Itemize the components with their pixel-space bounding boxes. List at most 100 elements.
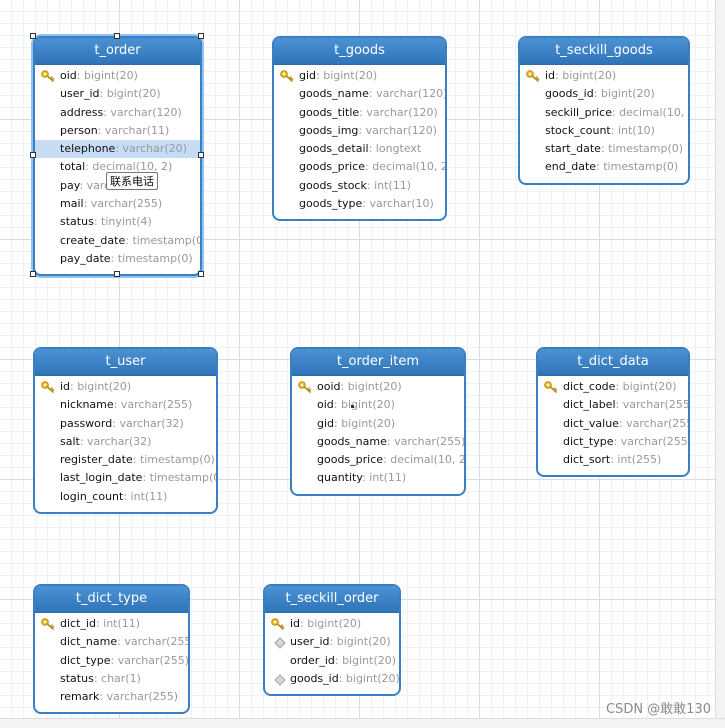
- column-row[interactable]: end_date: timestamp(0): [520, 158, 688, 176]
- column-separator: :: [110, 653, 118, 667]
- column-separator: :: [334, 653, 343, 667]
- column-row[interactable]: goods_id: bigint(20): [265, 670, 399, 688]
- column-type: bigint(20): [336, 635, 391, 649]
- column-separator: :: [358, 123, 366, 137]
- column-row[interactable]: dict_code: bigint(20): [538, 378, 688, 396]
- column-name: oid: [60, 69, 77, 82]
- resize-handle-top-left[interactable]: [30, 33, 36, 39]
- column-row[interactable]: id: bigint(20): [265, 615, 399, 633]
- column-type: int(255): [617, 453, 662, 467]
- table-title[interactable]: t_seckill_goods: [520, 38, 688, 65]
- column-row[interactable]: id: bigint(20): [520, 67, 688, 85]
- resize-handle-bottom-left[interactable]: [30, 271, 36, 277]
- column-row[interactable]: goods_name: varchar(120): [274, 85, 445, 103]
- column-row[interactable]: dict_name: varchar(255): [35, 633, 188, 651]
- column-row[interactable]: last_login_date: timestamp(0): [35, 469, 216, 487]
- resize-handle-top-center[interactable]: [114, 33, 120, 39]
- column-row[interactable]: nickname: varchar(255): [35, 396, 216, 414]
- column-row[interactable]: goods_title: varchar(120): [274, 104, 445, 122]
- column-row[interactable]: login_count: int(11): [35, 488, 216, 506]
- column-row[interactable]: stock_count: int(10): [520, 122, 688, 140]
- column-type: bigint(20): [340, 398, 395, 412]
- column-type: bigint(20): [562, 69, 617, 82]
- column-row[interactable]: goods_type: varchar(10): [274, 195, 445, 213]
- column-row[interactable]: total: decimal(10, 2): [35, 158, 200, 176]
- column-row[interactable]: dict_id: int(11): [35, 615, 188, 633]
- table-t_dict_type[interactable]: t_dict_type dict_id: int(11)dict_name: va…: [33, 584, 190, 715]
- column-row[interactable]: salt: varchar(32): [35, 433, 216, 451]
- column-row[interactable]: dict_label: varchar(255): [538, 396, 688, 414]
- table-t_goods[interactable]: t_goods gid: bigint(20)goods_name: varcha…: [272, 36, 447, 222]
- column-separator: :: [123, 489, 131, 503]
- column-row[interactable]: oid: bigint(20): [292, 396, 464, 414]
- horizontal-scrollbar[interactable]: [0, 718, 725, 728]
- column-row[interactable]: goods_stock: int(11): [274, 177, 445, 195]
- column-row[interactable]: person: varchar(11): [35, 122, 200, 140]
- column-type: varchar(120): [365, 123, 438, 137]
- column-row[interactable]: goods_name: varchar(255): [292, 433, 464, 451]
- column-row[interactable]: telephone: varchar(20): [35, 140, 200, 159]
- column-row[interactable]: remark: varchar(255): [35, 688, 188, 706]
- column-separator: :: [93, 215, 102, 229]
- table-t_user[interactable]: t_user id: bigint(20)nickname: varchar(25…: [33, 347, 218, 515]
- column-row[interactable]: register_date: timestamp(0): [35, 451, 216, 469]
- column-row[interactable]: start_date: timestamp(0): [520, 140, 688, 158]
- column-row[interactable]: quantity: int(11): [292, 469, 464, 487]
- table-t_seckill_order[interactable]: t_seckill_order id: bigint(20)user_id: bi…: [263, 584, 401, 697]
- column-separator: :: [70, 380, 78, 393]
- table-title[interactable]: t_seckill_order: [265, 586, 399, 613]
- table-title[interactable]: t_dict_data: [538, 349, 688, 376]
- table-title[interactable]: t_order: [35, 38, 200, 65]
- column-row[interactable]: address: varchar(120): [35, 104, 200, 122]
- column-row[interactable]: order_id: bigint(20): [265, 652, 399, 670]
- column-row[interactable]: user_id: bigint(20): [265, 633, 399, 651]
- column-row[interactable]: dict_type: varchar(255): [538, 433, 688, 451]
- primary-key-icon: [280, 70, 294, 82]
- column-row[interactable]: dict_type: varchar(255): [35, 652, 188, 670]
- column-row[interactable]: gid: bigint(20): [274, 67, 445, 85]
- column-row[interactable]: dict_sort: int(255): [538, 451, 688, 469]
- column-row[interactable]: pay_date: timestamp(0): [35, 250, 200, 268]
- column-row[interactable]: goods_id: bigint(20): [520, 85, 688, 103]
- table-t_seckill_goods[interactable]: t_seckill_goods id: bigint(20)goods_id: b…: [518, 36, 690, 185]
- table-title[interactable]: t_order_item: [292, 349, 464, 376]
- column-row[interactable]: status: tinyint(4): [35, 213, 200, 231]
- column-row[interactable]: goods_price: decimal(10, 2): [274, 158, 445, 176]
- resize-handle-middle-left[interactable]: [30, 152, 36, 158]
- column-separator: :: [593, 87, 601, 101]
- column-row[interactable]: goods_img: varchar(120): [274, 122, 445, 140]
- column-row[interactable]: seckill_price: decimal(10, 2): [520, 104, 688, 122]
- column-type: bigint(20): [622, 380, 677, 393]
- column-row[interactable]: oid: bigint(20): [35, 67, 200, 85]
- table-t_order[interactable]: t_order oid: bigint(20)user_id: bigint(20…: [33, 36, 202, 277]
- column-row[interactable]: create_date: timestamp(0): [35, 232, 200, 250]
- column-row[interactable]: status: char(1): [35, 670, 188, 688]
- table-title[interactable]: t_goods: [274, 38, 445, 65]
- column-type: bigint(20): [342, 653, 397, 667]
- column-type: varchar(32): [87, 434, 152, 448]
- column-name: create_date: [60, 233, 126, 247]
- resize-handle-bottom-center[interactable]: [114, 271, 120, 277]
- column-row[interactable]: id: bigint(20): [35, 378, 216, 396]
- vertical-scrollbar[interactable]: [715, 0, 725, 727]
- column-row[interactable]: user_id: bigint(20): [35, 85, 200, 103]
- table-t_order_item[interactable]: t_order_item ooid: bigint(20)oid: bigint(…: [290, 347, 466, 496]
- table-title[interactable]: t_dict_type: [35, 586, 188, 613]
- column-row[interactable]: goods_detail: longtext: [274, 140, 445, 158]
- table-t_dict_data[interactable]: t_dict_data dict_code: bigint(20)dict_lab…: [536, 347, 690, 478]
- column-type: timestamp(0): [117, 251, 193, 265]
- resize-handle-middle-right[interactable]: [198, 152, 204, 158]
- column-row[interactable]: dict_value: varchar(255): [538, 415, 688, 433]
- column-row[interactable]: mail: varchar(255): [35, 195, 200, 213]
- column-row[interactable]: password: varchar(32): [35, 415, 216, 433]
- column-type: int(10): [617, 123, 655, 137]
- resize-handle-top-right[interactable]: [198, 33, 204, 39]
- column-row[interactable]: gid: bigint(20): [292, 415, 464, 433]
- column-separator: :: [366, 178, 375, 192]
- column-row[interactable]: goods_price: decimal(10, 2): [292, 451, 464, 469]
- column-separator: :: [333, 398, 341, 412]
- resize-handle-bottom-right[interactable]: [198, 271, 204, 277]
- column-row[interactable]: ooid: bigint(20): [292, 378, 464, 396]
- table-title[interactable]: t_user: [35, 349, 216, 376]
